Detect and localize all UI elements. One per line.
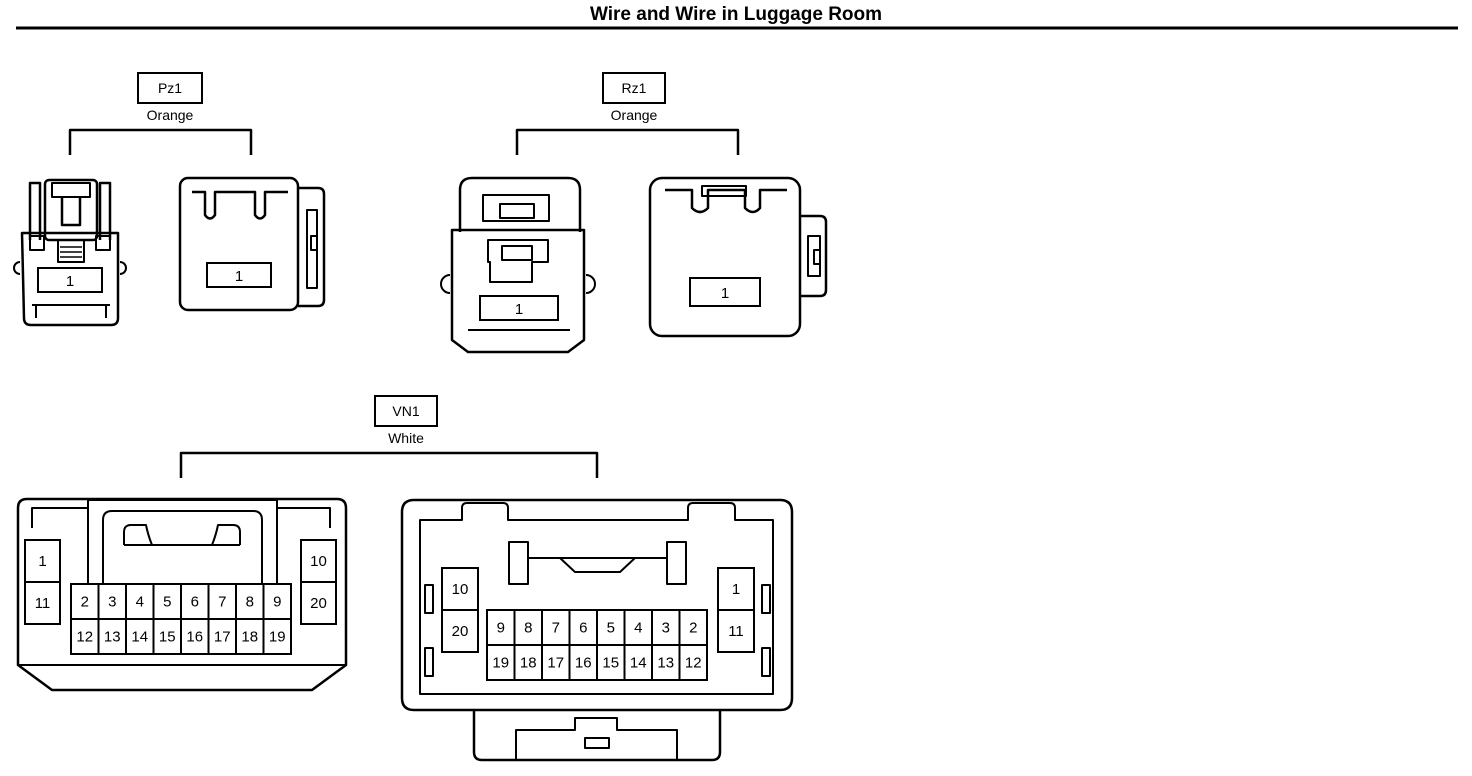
vn1-right-pin-12-box xyxy=(678,644,708,681)
vn1-right-pin-6: 6 xyxy=(579,620,587,637)
vn1-left-pin-20-box xyxy=(300,581,337,625)
vn1-left-housing xyxy=(16,497,348,692)
vn1-right-pin-20: 20 xyxy=(452,623,469,640)
connector-pz1: Pz1 Orange 1 xyxy=(13,72,326,327)
rz1-left-pin-box xyxy=(479,295,559,321)
vn1-right-pin-16-box xyxy=(568,644,598,681)
vn1-code: VN1 xyxy=(392,403,419,419)
vn1-left-pin-14: 14 xyxy=(131,629,148,646)
vn1-left-pin-15: 15 xyxy=(159,629,176,646)
connector-rz1: Rz1 Orange 1 1 xyxy=(440,72,828,354)
vn1-left-pin-3-box xyxy=(97,583,127,620)
vn1-left-pin-9: 9 xyxy=(273,594,281,611)
vn1-left-pin-18: 18 xyxy=(241,629,258,646)
vn1-left-pin-17: 17 xyxy=(214,629,231,646)
pz1-right-housing xyxy=(178,176,326,312)
vn1-right-pin-20-box xyxy=(441,609,479,653)
pz1-code-box xyxy=(137,72,203,104)
vn1-right-pin-13-box xyxy=(651,644,681,681)
vn1-left-pin-12: 12 xyxy=(76,629,93,646)
vn1-left-pin-10: 10 xyxy=(310,553,327,570)
vn1-right-pin-1: 1 xyxy=(732,581,740,598)
rz1-left-pin: 1 xyxy=(515,301,523,318)
vn1-left-pin-3: 3 xyxy=(108,594,116,611)
pz1-left-pin: 1 xyxy=(66,273,74,290)
pz1-right-pin-box xyxy=(206,262,272,288)
vn1-right-pin-18: 18 xyxy=(520,655,537,672)
rz1-color: Orange xyxy=(611,107,658,123)
rz1-bracket xyxy=(515,128,740,155)
vn1-left-pin-16: 16 xyxy=(186,629,203,646)
vn1-right-pin-9: 9 xyxy=(497,620,505,637)
vn1-left-pin-6: 6 xyxy=(191,594,199,611)
vn1-left-pin-8: 8 xyxy=(246,594,254,611)
vn1-left-pin-19: 19 xyxy=(269,629,286,646)
vn1-code-box xyxy=(374,395,438,427)
rz1-right-pin-box xyxy=(689,277,761,307)
vn1-left-pin-1: 1 xyxy=(38,553,46,570)
rz1-right-pin: 1 xyxy=(721,285,729,302)
vn1-left-pin-4: 4 xyxy=(136,594,144,611)
vn1-left-pin-2: 2 xyxy=(81,594,89,611)
vn1-left-pin-13-box xyxy=(97,618,127,655)
vn1-right-pin-3: 3 xyxy=(662,620,670,637)
vn1-right-pin-4: 4 xyxy=(634,620,642,637)
vn1-left-pin-9-box xyxy=(262,583,292,620)
vn1-left-pin-17-box xyxy=(207,618,237,655)
vn1-left-pin-11: 11 xyxy=(35,595,51,612)
vn1-right-pin-2: 2 xyxy=(689,620,697,637)
vn1-right-pin-14-box xyxy=(623,644,653,681)
vn1-left-pin-12-box xyxy=(70,618,100,655)
vn1-right-pin-18-box xyxy=(513,644,543,681)
rz1-left-housing xyxy=(440,176,596,354)
vn1-color: White xyxy=(388,430,424,446)
vn1-left-pin-13: 13 xyxy=(104,629,121,646)
vn1-right-pin-13: 13 xyxy=(657,655,674,672)
vn1-right-pin-19: 19 xyxy=(492,655,509,672)
connector-vn1: VN1 White xyxy=(16,395,794,762)
vn1-right-housing xyxy=(400,498,794,762)
pz1-code: Pz1 xyxy=(158,80,182,96)
vn1-right-pin-17: 17 xyxy=(547,655,564,672)
vn1-bracket xyxy=(179,451,599,478)
vn1-right-pin-10-box xyxy=(441,567,479,611)
vn1-right-pin-11: 11 xyxy=(728,623,744,640)
vn1-right-pin-8: 8 xyxy=(524,620,532,637)
pz1-right-pin: 1 xyxy=(235,268,243,285)
vn1-right-pin-7: 7 xyxy=(552,620,560,637)
vn1-right-pin-1-box xyxy=(717,567,755,611)
rz1-code: Rz1 xyxy=(622,80,647,96)
vn1-left-pin-10-box xyxy=(300,539,337,583)
vn1-left-pin-1-box xyxy=(24,539,61,583)
vn1-left-pin-19-box xyxy=(262,618,292,655)
vn1-right-pin-19-box xyxy=(486,644,516,681)
vn1-left-pin-20: 20 xyxy=(310,595,327,612)
vn1-left-pin-7: 7 xyxy=(218,594,226,611)
page-title: Wire and Wire in Luggage Room xyxy=(590,4,882,25)
pz1-left-housing xyxy=(13,178,127,327)
vn1-left-pin-5: 5 xyxy=(163,594,171,611)
vn1-left-pin-11-box xyxy=(24,581,61,625)
vn1-right-pin-5: 5 xyxy=(607,620,615,637)
vn1-right-pin-16: 16 xyxy=(575,655,592,672)
vn1-right-pin-12: 12 xyxy=(685,655,702,672)
vn1-right-pin-10: 10 xyxy=(452,581,469,598)
rz1-right-housing xyxy=(648,176,828,338)
vn1-right-pin-11-box xyxy=(717,609,755,653)
vn1-left-pin-14-box xyxy=(125,618,155,655)
pz1-left-pin-box xyxy=(37,267,103,293)
vn1-right-pin-17-box xyxy=(541,644,571,681)
rz1-code-box xyxy=(602,72,666,104)
pz1-color: Orange xyxy=(147,107,194,123)
vn1-right-pin-14: 14 xyxy=(630,655,647,672)
vn1-right-pin-15: 15 xyxy=(602,655,619,672)
pz1-bracket xyxy=(68,128,253,155)
